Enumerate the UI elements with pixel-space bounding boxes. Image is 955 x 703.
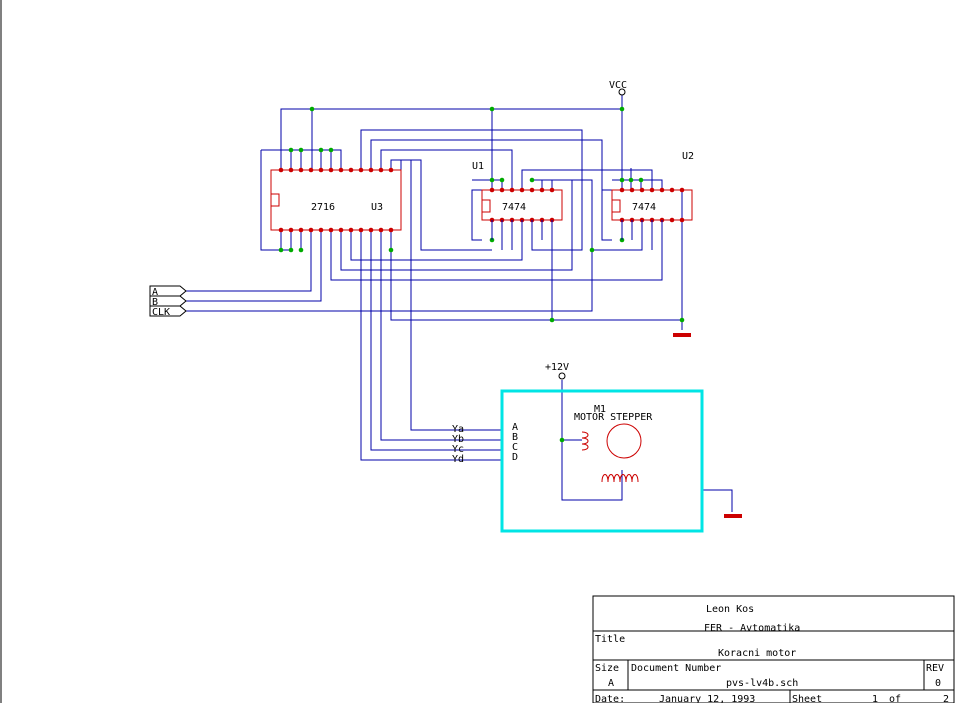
tb-of-label: of bbox=[889, 694, 901, 703]
motor-pin-c: C bbox=[512, 442, 518, 453]
net-yd-label: Yd bbox=[452, 454, 464, 465]
ground-icon bbox=[673, 333, 691, 337]
net-ya-label: Ya bbox=[452, 424, 464, 435]
motor-pin-d: D bbox=[512, 452, 518, 463]
tb-size: A bbox=[608, 678, 614, 689]
tb-org: FER - Avtomatika bbox=[704, 623, 800, 634]
u2-ref: U2 bbox=[682, 151, 694, 162]
tb-author: Leon Kos bbox=[706, 604, 754, 615]
port-clk-label: CLK bbox=[152, 307, 170, 318]
net-yb-label: Yb bbox=[452, 434, 464, 445]
tb-docnum: pvs-lv4b.sch bbox=[726, 678, 798, 689]
port-clk[interactable]: CLK bbox=[149, 305, 187, 318]
motor-value: MOTOR STEPPER bbox=[574, 412, 653, 423]
v12-label: +12V bbox=[545, 362, 569, 373]
port-b[interactable]: B bbox=[149, 295, 187, 308]
tb-rev-label: REV bbox=[926, 663, 944, 674]
u3-ref: U3 bbox=[371, 202, 383, 213]
port-b-label: B bbox=[152, 297, 158, 308]
motor-coil-icon bbox=[601, 474, 639, 483]
u1-value: 7474 bbox=[502, 202, 526, 213]
ground-icon bbox=[724, 514, 742, 518]
motor-rotor-icon bbox=[606, 423, 642, 459]
tb-sheet-label: Sheet bbox=[792, 694, 822, 703]
motor-pin-a: A bbox=[512, 422, 518, 433]
port-a[interactable]: A bbox=[149, 285, 187, 298]
vcc-symbol: VCC bbox=[609, 80, 627, 96]
u1-chip[interactable]: 7474 U1 bbox=[472, 161, 563, 240]
tb-title: Koracni motor bbox=[718, 648, 796, 659]
tb-docnum-label: Document Number bbox=[631, 663, 721, 674]
u3-chip[interactable]: 2716 U3 bbox=[270, 167, 402, 233]
tb-date-label: Date: bbox=[595, 694, 625, 703]
title-block: Leon Kos FER - Avtomatika Title Koracni … bbox=[592, 595, 955, 703]
tb-title-label: Title bbox=[595, 634, 625, 645]
tb-sheets: 2 bbox=[943, 694, 949, 703]
motor-pin-b: B bbox=[512, 432, 518, 443]
ground-symbols bbox=[673, 333, 742, 518]
motor-ref: M1 bbox=[594, 404, 606, 415]
u1-ref: U1 bbox=[472, 161, 484, 172]
port-a-label: A bbox=[152, 287, 158, 298]
tb-size-label: Size bbox=[595, 663, 619, 674]
tb-sheet: 1 bbox=[872, 694, 878, 703]
v12-symbol: +12V bbox=[545, 362, 569, 380]
motor-coil-icon bbox=[581, 431, 589, 451]
u2-value: 7474 bbox=[632, 202, 656, 213]
u3-value: 2716 bbox=[311, 202, 335, 213]
u2-chip[interactable]: 7474 U2 bbox=[611, 151, 694, 240]
tb-rev: 0 bbox=[935, 678, 941, 689]
motor-frame bbox=[500, 389, 704, 533]
vcc-label: VCC bbox=[609, 80, 627, 91]
junctions bbox=[278, 106, 685, 443]
motor-m1[interactable]: M1 MOTOR STEPPER A B C D bbox=[500, 389, 704, 533]
tb-date: January 12, 1993 bbox=[659, 694, 755, 703]
net-yc-label: Yc bbox=[452, 444, 464, 455]
